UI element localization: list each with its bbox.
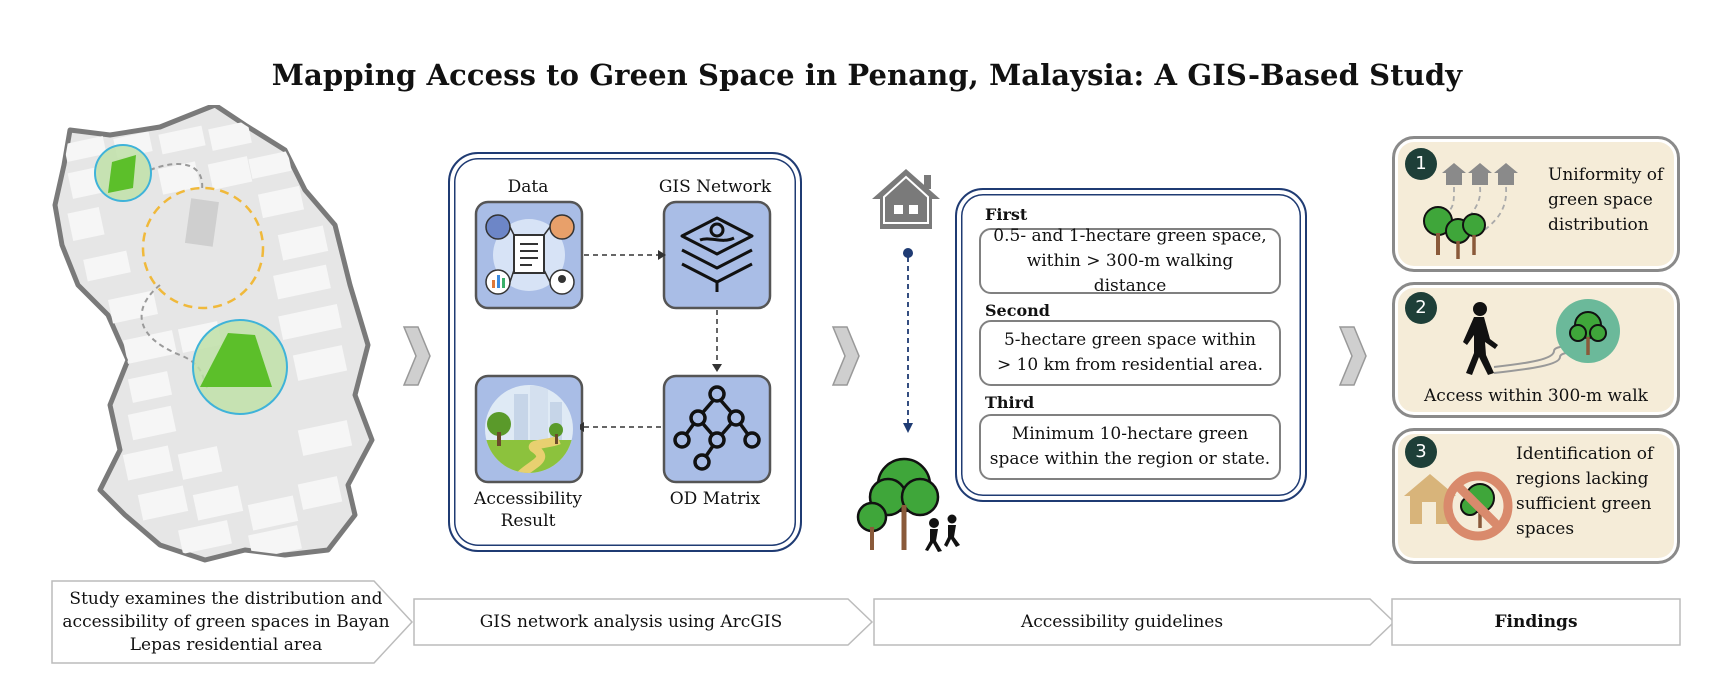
gis-network-label: GIS Network bbox=[658, 177, 772, 197]
map-pin-icon bbox=[485, 214, 511, 240]
guideline-third-label: Third bbox=[985, 393, 1035, 412]
network-graph-icon bbox=[673, 385, 761, 471]
route-line-north bbox=[149, 163, 204, 191]
guideline-first-box: 0.5- and 1-hectare green space,within > … bbox=[979, 226, 1281, 296]
map-building bbox=[184, 198, 219, 247]
document-icon bbox=[513, 234, 545, 274]
green-space-small bbox=[94, 144, 152, 202]
finding-number-2: 2 bbox=[1405, 292, 1437, 324]
data-tile bbox=[474, 200, 584, 310]
tree-icon bbox=[1569, 311, 1607, 355]
finding-number-1: 1 bbox=[1405, 148, 1437, 180]
park-family-icon bbox=[856, 457, 960, 552]
accessibility-result-label: Accessibility Result bbox=[474, 489, 582, 531]
workflow-arrows bbox=[580, 250, 666, 432]
report-icon bbox=[549, 214, 575, 240]
od-matrix-tile bbox=[662, 374, 772, 484]
finding-1-text: Uniformity of green space distribution bbox=[1548, 165, 1664, 235]
guidelines-panel bbox=[955, 188, 1307, 502]
accessibility-result-tile bbox=[474, 374, 584, 484]
finding-number-3: 3 bbox=[1405, 436, 1437, 468]
chevron-icon bbox=[831, 326, 860, 386]
bottom-banner-arrows bbox=[51, 580, 1681, 664]
guideline-first-label: First bbox=[985, 205, 1028, 224]
layers-icon bbox=[680, 216, 754, 292]
workflow-arrow-down bbox=[712, 310, 722, 372]
houses-trees-icon bbox=[1423, 163, 1518, 259]
page-title: Mapping Access to Green Space in Penang,… bbox=[271, 58, 1463, 92]
finding-3-text: Identification of regions lacking suffic… bbox=[1516, 444, 1654, 539]
workflow-panel bbox=[448, 152, 802, 552]
finding-2-text: Access within 300-m walk bbox=[1424, 386, 1648, 406]
walking-person-icon bbox=[1463, 302, 1498, 375]
park-scene-icon bbox=[485, 385, 573, 473]
od-matrix-label: OD Matrix bbox=[669, 489, 761, 509]
walk-to-park-icon bbox=[1463, 299, 1620, 375]
finding-card-1 bbox=[1392, 136, 1680, 272]
buffer-circle bbox=[141, 186, 265, 310]
finding-card-2 bbox=[1392, 282, 1680, 418]
house-to-park-arrow bbox=[903, 248, 913, 433]
chevron-icon bbox=[1338, 326, 1367, 386]
gis-network-tile bbox=[662, 200, 772, 310]
banner-accessibility-guidelines: Accessibility guidelines bbox=[1020, 611, 1224, 632]
house-icon bbox=[872, 169, 940, 229]
green-space-large bbox=[192, 319, 288, 415]
guideline-second-label: Second bbox=[985, 301, 1050, 320]
map-city-blocks bbox=[63, 121, 353, 559]
banner-gis-analysis: GIS network analysis using ArcGIS bbox=[479, 611, 783, 632]
penang-map-illustration bbox=[52, 105, 375, 563]
chevron-icon bbox=[402, 326, 431, 386]
banner-findings: Findings bbox=[1494, 611, 1578, 632]
data-label: Data bbox=[507, 177, 549, 197]
guideline-second-box: 5-hectare green space within> 10 km from… bbox=[979, 320, 1281, 386]
no-green-space-icon bbox=[1404, 471, 1513, 541]
